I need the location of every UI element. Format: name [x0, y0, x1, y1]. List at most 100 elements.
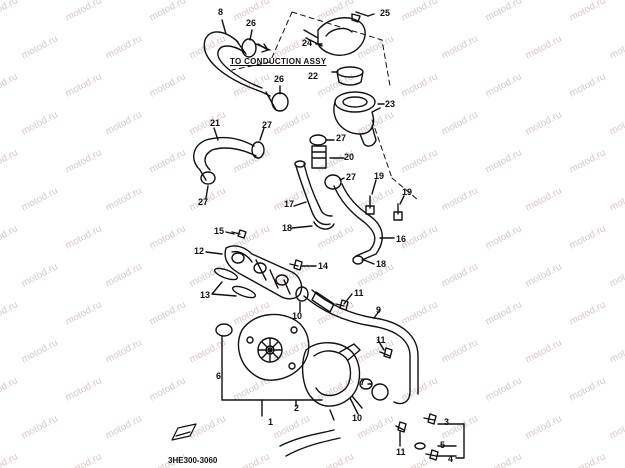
- callout-11-middle: 11: [376, 335, 386, 345]
- clamp-7: [371, 383, 389, 401]
- pump-bolt-b: [290, 326, 298, 334]
- pipe-12-port-a: [231, 252, 245, 264]
- diagram-code: 3HE300-3060: [168, 456, 218, 465]
- clamp-27-a: [251, 141, 265, 159]
- callout-5: 5: [440, 440, 446, 450]
- callout-9: 9: [376, 305, 382, 315]
- leader-18b: [363, 259, 375, 265]
- oring-6: [215, 323, 233, 337]
- callout-18-left: 18: [282, 223, 293, 233]
- bolt-11-lower: [379, 347, 393, 359]
- washer-5: [414, 442, 426, 450]
- thermostat-housing-23-inner: [342, 96, 368, 108]
- leader-13: [211, 281, 237, 297]
- water-pump-housing: [237, 313, 310, 381]
- callout-25: 25: [380, 8, 391, 18]
- leader-11a: [343, 293, 353, 305]
- clamp-27-b: [200, 171, 216, 185]
- hose-8-lower-end: [265, 91, 277, 111]
- leader-8: [221, 19, 227, 35]
- leader-2: [295, 399, 323, 407]
- thermostat-housing-23: [334, 91, 376, 113]
- leader-6: [221, 335, 263, 401]
- thermostat-housing-23-body: [333, 101, 381, 147]
- leader-12: [205, 251, 223, 255]
- callout-17: 17: [284, 199, 295, 209]
- callout-26-upper: 26: [246, 18, 257, 28]
- leader-27d: [205, 185, 209, 199]
- thermostat-22-body: [336, 71, 364, 86]
- bolt-15: [231, 229, 247, 239]
- callout-23: 23: [385, 99, 396, 109]
- callout-11-upper: 11: [354, 288, 364, 298]
- leader-10b: [349, 397, 359, 415]
- callout-15: 15: [214, 226, 225, 236]
- oring-18-right: [352, 255, 364, 265]
- bolt-19-right: [393, 203, 403, 221]
- callout-2: 2: [294, 403, 300, 413]
- clamp-27-c: [309, 134, 327, 146]
- callout-19-left: 19: [374, 171, 385, 181]
- callout-14: 14: [318, 261, 329, 271]
- conduction-caption: TO CONDUCTION ASSY: [230, 57, 327, 66]
- callout-21: 21: [210, 118, 221, 128]
- callout-10-lower: 10: [352, 413, 363, 423]
- leader-1: [261, 399, 297, 417]
- callout-27-a: 27: [262, 120, 273, 130]
- callout-1-left: 1: [268, 417, 274, 427]
- callout-18-right: 18: [376, 259, 387, 269]
- callout-7: 7: [360, 377, 366, 387]
- bolt-14: [289, 259, 303, 271]
- joint-11: [311, 291, 335, 313]
- callout-4: 4: [448, 454, 454, 464]
- joint-20: [311, 145, 327, 169]
- bolt-3: [423, 413, 437, 425]
- callout-27-c: 27: [346, 172, 357, 182]
- leader-27a: [259, 127, 265, 141]
- callout-10-upper: 10: [292, 311, 303, 321]
- lower-pipe-fragment: [279, 429, 341, 457]
- pump-bolt-a: [246, 336, 254, 344]
- oring-13-a: [213, 267, 239, 281]
- leader-19b: [399, 195, 405, 205]
- callout-27-b: 27: [336, 133, 347, 143]
- bolt-19-left: [365, 195, 375, 215]
- callout-8: 8: [218, 7, 224, 17]
- pipe-16: [333, 183, 383, 261]
- conduction-arrow: [257, 43, 269, 53]
- callout-27-d: 27: [198, 197, 209, 207]
- pump-bolt-c: [288, 362, 296, 370]
- bolt-25: [351, 11, 369, 23]
- callout-19-right: 19: [402, 187, 413, 197]
- pipe-12-port-b: [253, 262, 267, 274]
- hose-8-end: [235, 39, 247, 55]
- clamp-10-upper: [295, 286, 309, 302]
- callout-6: 6: [216, 371, 222, 381]
- leader-9: [373, 309, 381, 319]
- callout-20: 20: [344, 152, 355, 162]
- callout-22: 22: [308, 71, 319, 81]
- thermostat-22: [336, 66, 364, 78]
- hose-21: [193, 136, 257, 181]
- bolt-4: [425, 449, 439, 461]
- leader-11c: [377, 339, 385, 351]
- front-arrow-icon: [171, 423, 197, 441]
- callout-13: 13: [200, 290, 211, 300]
- leader-27c: [339, 177, 345, 181]
- thermostat-cover-24: [317, 17, 366, 56]
- pipe-12-port-c: [275, 274, 289, 286]
- callout-3: 3: [444, 417, 450, 427]
- water-pump-vanes: [257, 337, 283, 363]
- bolt-11-bottom: [395, 421, 407, 433]
- clamp-27-d: [324, 174, 342, 190]
- leader-19a: [371, 179, 377, 195]
- callout-16: 16: [396, 234, 407, 244]
- callout-12: 12: [194, 246, 205, 256]
- water-pipe-12: [224, 245, 303, 300]
- water-pipe-12-detail: [231, 250, 291, 295]
- oring-13-b: [231, 285, 257, 299]
- leader-18a: [291, 225, 313, 229]
- leader-group-right: [437, 423, 465, 459]
